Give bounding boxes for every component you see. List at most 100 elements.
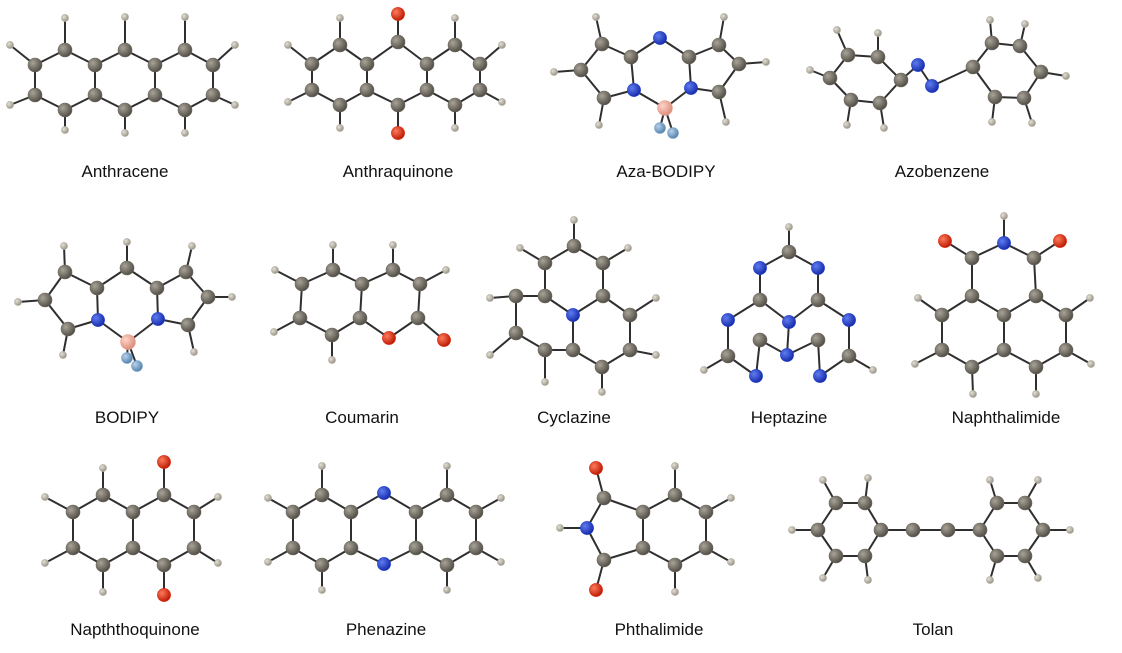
label-cyclazine: Cyclazine <box>537 408 611 427</box>
hydrogen-atom <box>99 464 107 472</box>
hydrogen-atom <box>988 118 996 126</box>
hydrogen-atom <box>231 101 239 109</box>
oxygen-atom <box>589 583 603 597</box>
hydrogen-atom <box>1086 294 1094 302</box>
atoms <box>556 461 735 597</box>
bonds <box>44 461 219 596</box>
hydrogen-atom <box>181 13 189 21</box>
hydrogen-atom <box>60 242 68 250</box>
hydrogen-atom <box>271 266 279 274</box>
carbon-atom <box>698 540 714 556</box>
label-anthraquinone: Anthraquinone <box>343 162 454 181</box>
hydrogen-atom <box>1062 72 1070 80</box>
carbon-atom <box>447 37 463 53</box>
hydrogen-atom <box>486 294 494 302</box>
bonds <box>267 465 502 591</box>
nitrogen-atom <box>782 315 796 329</box>
carbon-atom <box>180 317 196 333</box>
carbon-atom <box>419 56 435 72</box>
carbon-atom <box>857 548 873 564</box>
carbon-atom <box>595 288 611 304</box>
carbon-atom <box>343 540 359 556</box>
carbon-atom <box>304 56 320 72</box>
molecule-coumarin: Coumarin <box>270 241 451 427</box>
hydrogen-atom <box>880 124 888 132</box>
nitrogen-atom <box>377 557 391 571</box>
nitrogen-atom <box>842 313 856 327</box>
carbon-atom <box>623 49 639 65</box>
boron-atom <box>657 100 673 116</box>
nitrogen-atom <box>377 486 391 500</box>
nitrogen-atom <box>753 261 767 275</box>
hydrogen-atom <box>190 348 198 356</box>
hydrogen-atom <box>864 576 872 584</box>
molecule-phthalimide: Phthalimide <box>556 461 735 639</box>
fluorine-atom <box>131 360 143 372</box>
carbon-atom <box>325 262 341 278</box>
carbon-atom <box>390 34 406 50</box>
carbon-atom <box>596 552 612 568</box>
fluorine-atom <box>667 127 679 139</box>
carbon-atom <box>87 57 103 73</box>
molecule-aza-bodipy: Aza-BODIPY <box>550 13 770 181</box>
carbon-atom <box>1033 64 1049 80</box>
hydrogen-atom <box>874 29 882 37</box>
carbon-atom <box>622 307 638 323</box>
carbon-atom <box>177 42 193 58</box>
hydrogen-atom <box>336 124 344 132</box>
carbon-atom <box>390 97 406 113</box>
carbon-atom <box>752 332 768 348</box>
carbon-atom <box>596 490 612 506</box>
hydrogen-atom <box>1021 20 1029 28</box>
label-naphthalimide: Naphthalimide <box>952 408 1061 427</box>
carbon-atom <box>635 540 651 556</box>
oxygen-atom <box>157 588 171 602</box>
carbon-atom <box>1028 288 1044 304</box>
oxygen-atom <box>589 461 603 475</box>
carbon-atom <box>810 522 826 538</box>
carbon-atom <box>840 47 856 63</box>
carbon-atom <box>594 36 610 52</box>
atoms <box>6 13 239 137</box>
carbon-atom <box>810 332 826 348</box>
carbon-atom <box>60 321 76 337</box>
carbon-atom <box>841 348 857 364</box>
carbon-atom <box>408 540 424 556</box>
label-phenazine: Phenazine <box>346 620 426 639</box>
hydrogen-atom <box>181 129 189 137</box>
molecule-heptazine: Heptazine <box>700 223 877 427</box>
hydrogen-atom <box>270 328 278 336</box>
hydrogen-atom <box>14 298 22 306</box>
carbon-atom <box>304 82 320 98</box>
hydrogen-atom <box>652 351 660 359</box>
carbon-atom <box>37 292 53 308</box>
carbon-atom <box>147 57 163 73</box>
hydrogen-atom <box>6 101 14 109</box>
molecule-napththoquinone: Napththoquinone <box>41 455 222 639</box>
hydrogen-atom <box>264 558 272 566</box>
molecule-azobenzene: Azobenzene <box>806 16 1070 181</box>
label-tolan: Tolan <box>913 620 954 639</box>
carbon-atom <box>468 504 484 520</box>
nitrogen-atom <box>566 308 580 322</box>
molecule-tolan: Tolan <box>788 474 1074 639</box>
carbon-atom <box>667 487 683 503</box>
carbon-atom <box>964 359 980 375</box>
carbon-atom <box>681 49 697 65</box>
carbon-atom <box>872 95 888 111</box>
carbon-atom <box>1016 90 1032 106</box>
hydrogen-atom <box>1032 390 1040 398</box>
carbon-atom <box>205 87 221 103</box>
nitrogen-atom <box>721 313 735 327</box>
hydrogen-atom <box>1087 360 1095 368</box>
hydrogen-atom <box>914 294 922 302</box>
label-heptazine: Heptazine <box>751 408 828 427</box>
carbon-atom <box>200 289 216 305</box>
carbon-atom <box>285 504 301 520</box>
carbon-atom <box>828 548 844 564</box>
hydrogen-atom <box>41 559 49 567</box>
carbon-atom <box>149 280 165 296</box>
hydrogen-atom <box>451 14 459 22</box>
carbon-atom <box>294 276 310 292</box>
carbon-atom <box>720 348 736 364</box>
